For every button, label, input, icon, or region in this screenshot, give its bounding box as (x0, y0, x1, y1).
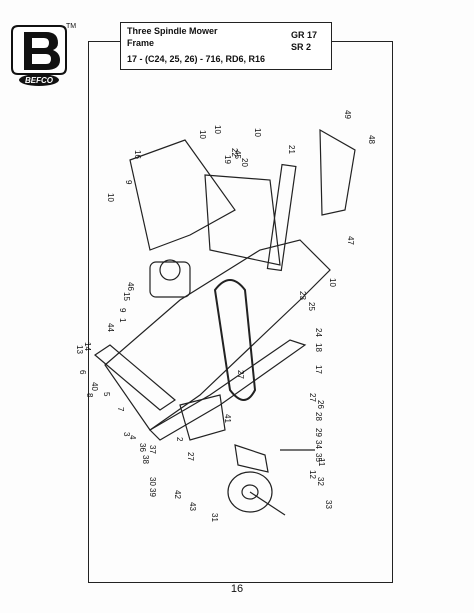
callout-10e: 10 (106, 193, 115, 202)
drive-belt (213, 279, 257, 401)
callout-45: 45 (233, 150, 242, 159)
trademark-mark: TM (66, 23, 76, 30)
callout-labels: 10 10 10 10 10 9 9 16 19 20 21 22 23 24 … (75, 110, 376, 522)
callout-23: 23 (298, 291, 307, 300)
header-group: GR 17 (291, 30, 318, 40)
callout-22: 22 (230, 148, 239, 157)
header-box: Three Spindle Mower Frame 17 - (C24, 25,… (120, 22, 332, 70)
callout-10a: 10 (198, 130, 207, 139)
callout-7: 7 (116, 407, 125, 412)
header-title: Three Spindle Mower (127, 26, 218, 36)
callout-37: 37 (148, 445, 157, 454)
callout-1: 1 (118, 318, 127, 323)
callout-24: 24 (314, 328, 323, 337)
rear-bar (266, 163, 297, 272)
deck-frame (104, 239, 331, 431)
gearbox (149, 261, 191, 298)
callout-14: 14 (83, 342, 92, 351)
callout-48: 48 (367, 135, 376, 144)
callout-10c: 10 (253, 128, 262, 137)
callout-2: 2 (175, 437, 184, 442)
befco-logo: BEFCO TM (11, 23, 76, 86)
callout-18: 18 (314, 343, 323, 352)
callout-26: 26 (316, 400, 325, 409)
callout-9a: 9 (124, 180, 133, 185)
gauge-wheel (227, 471, 273, 513)
gearbox-pulley (159, 259, 181, 281)
header-models: 17 - (C24, 25, 26) - 716, RD6, R16 (127, 54, 266, 64)
callout-12: 12 (308, 470, 317, 479)
brand-name: BEFCO (25, 76, 54, 85)
callout-31: 31 (210, 513, 219, 522)
callout-35: 35 (314, 453, 323, 462)
callout-46: 46 (126, 282, 135, 291)
deck-side (149, 339, 307, 441)
callout-21: 21 (287, 145, 296, 154)
callout-28: 28 (314, 412, 323, 421)
callout-25: 25 (307, 302, 316, 311)
callout-47: 47 (346, 236, 355, 245)
header-subtitle: Frame (127, 38, 155, 48)
deflector (319, 128, 356, 216)
bracket (179, 394, 226, 441)
callout-27b: 27 (236, 370, 245, 379)
callout-5: 5 (102, 392, 111, 397)
header-section: SR 2 (291, 42, 312, 52)
callout-16: 16 (133, 150, 142, 159)
callout-19: 19 (223, 155, 232, 164)
callout-33: 33 (324, 500, 333, 509)
callout-13: 13 (75, 345, 84, 354)
callout-11: 11 (317, 458, 326, 467)
callout-10d: 10 (328, 278, 337, 287)
callout-9b: 9 (118, 308, 127, 313)
callout-8: 8 (85, 393, 94, 398)
callout-17: 17 (314, 365, 323, 374)
callout-27a: 27 (308, 393, 317, 402)
callout-43: 43 (188, 502, 197, 511)
page-number: 16 (230, 583, 244, 595)
callout-6: 6 (78, 370, 87, 375)
callout-15: 15 (122, 292, 131, 301)
callout-30: 30 (148, 477, 157, 486)
callout-4: 4 (128, 435, 137, 440)
callout-20: 20 (240, 158, 249, 167)
callout-38: 38 (141, 455, 150, 464)
callout-44: 44 (106, 323, 115, 332)
wheel-bracket (234, 444, 269, 473)
callout-3: 3 (122, 432, 131, 437)
callout-40: 40 (90, 382, 99, 391)
callout-29: 29 (314, 428, 323, 437)
callout-39: 39 (148, 488, 157, 497)
callout-10b: 10 (213, 125, 222, 134)
linkage-arm (94, 344, 176, 411)
side-plate (204, 174, 281, 266)
callout-27c: 27 (186, 452, 195, 461)
top-cover (129, 139, 236, 251)
callout-34: 34 (314, 440, 323, 449)
callout-42: 42 (173, 490, 182, 499)
callout-32: 32 (316, 477, 325, 486)
callout-49: 49 (343, 110, 352, 119)
callout-41: 41 (223, 414, 232, 423)
callout-36: 36 (138, 443, 147, 452)
